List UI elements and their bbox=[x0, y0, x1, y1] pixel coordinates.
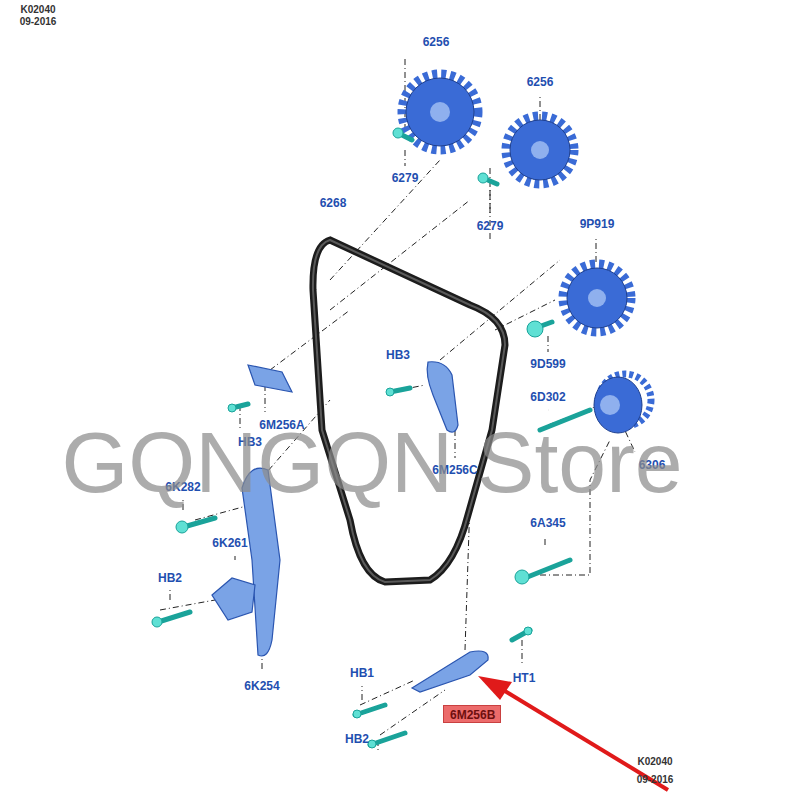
callout-number: HB3 bbox=[386, 349, 410, 361]
drawing-code: K02040 bbox=[20, 5, 55, 15]
callout-number: 6A345 bbox=[530, 517, 565, 529]
drawing-date: 09-2016 bbox=[20, 17, 57, 27]
callout-number: HB2 bbox=[158, 572, 182, 584]
drawing-code: K02040 bbox=[637, 757, 672, 767]
callout-number: 6K254 bbox=[244, 680, 279, 692]
callout-number: 6M256B bbox=[450, 709, 494, 721]
callout-number: 6279 bbox=[477, 220, 504, 232]
callout-number: 6256 bbox=[527, 76, 554, 88]
callout-number: 6K261 bbox=[212, 537, 247, 549]
callout-number: HB1 bbox=[350, 667, 374, 679]
drawing-date: 09-2016 bbox=[637, 775, 674, 785]
callout-number: 6279 bbox=[392, 172, 419, 184]
callout-number: HT1 bbox=[513, 672, 536, 684]
watermark: GQNGQN Store bbox=[61, 419, 682, 505]
callout-number: HB2 bbox=[345, 733, 369, 745]
callout-number: 6D302 bbox=[530, 391, 565, 403]
highlight-box: 6M256B bbox=[443, 705, 501, 723]
callout-number: 6256 bbox=[423, 36, 450, 48]
callout-number: 9D599 bbox=[530, 358, 565, 370]
callout-number: 6268 bbox=[320, 197, 347, 209]
callout-number: 9P919 bbox=[580, 218, 615, 230]
